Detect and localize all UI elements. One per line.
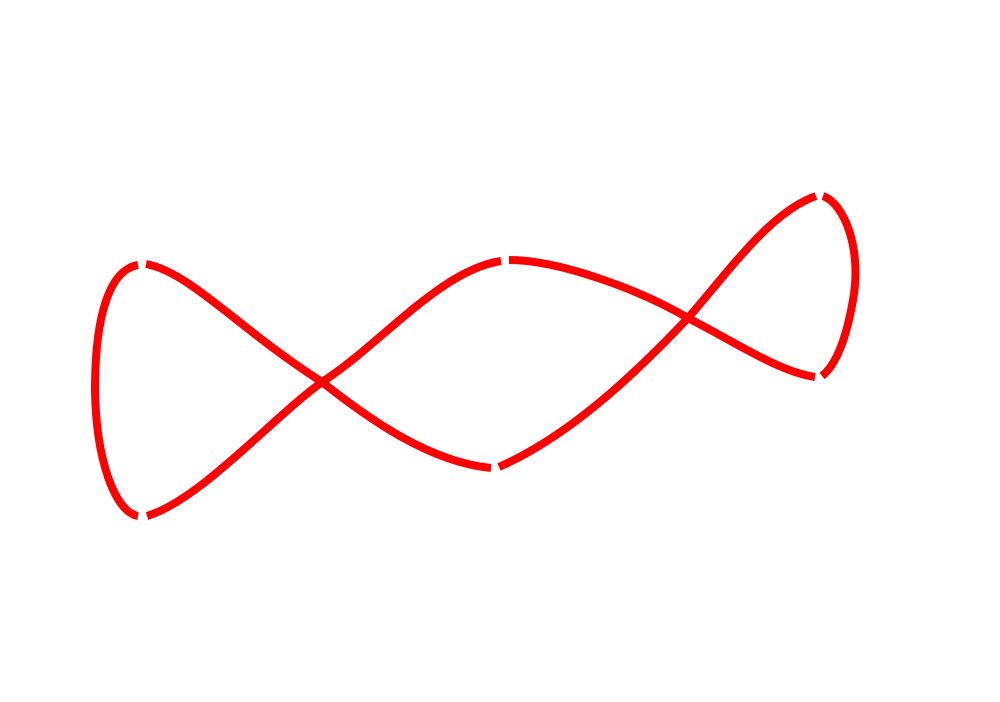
- curve-segment-5: [145, 378, 492, 520]
- curve-segment-6: [91, 261, 140, 520]
- curve-segment-3: [819, 192, 860, 380]
- figure-eight-curve: [91, 192, 860, 520]
- curve-segment-4: [497, 314, 816, 471]
